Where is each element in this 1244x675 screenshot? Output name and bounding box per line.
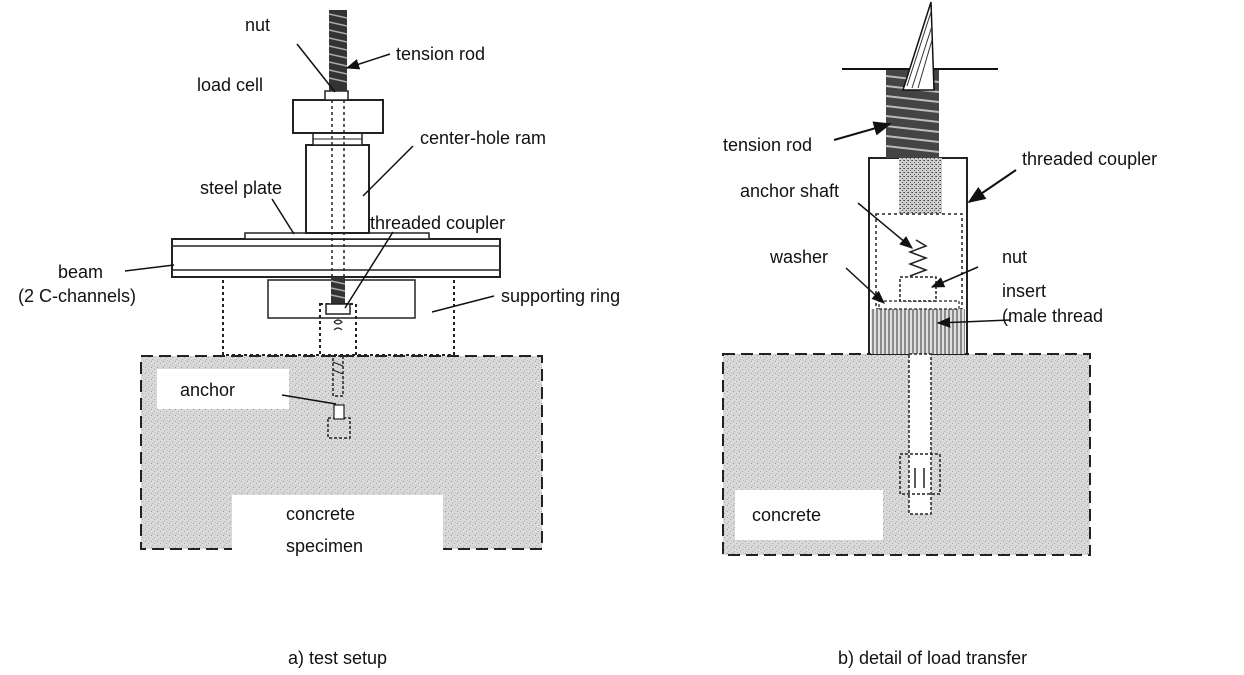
load-cell	[292, 99, 384, 134]
label-concrete-a: concrete	[286, 504, 355, 524]
panel-b: tension rod threaded coupler anchor shaf…	[722, 1, 1157, 668]
anchor-label-box	[157, 369, 289, 409]
label-center-hole-ram: center-hole ram	[420, 128, 546, 148]
label-anchor: anchor	[180, 380, 235, 400]
caption-a: a) test setup	[288, 648, 387, 668]
leader-nut-a	[296, 43, 336, 93]
leader-anchor	[281, 394, 337, 405]
label-threaded-coupler-b: threaded coupler	[1022, 149, 1157, 169]
coupler-upper-fill	[899, 158, 942, 214]
anchor-b	[899, 353, 941, 515]
label-insert: insert	[1002, 281, 1046, 301]
anchor-a	[327, 355, 351, 439]
label-nut-b: nut	[1002, 247, 1027, 267]
anchor-shaft-thread	[907, 239, 929, 277]
label-anchor-shaft: anchor shaft	[740, 181, 839, 201]
label-male-thread: (male thread	[1002, 306, 1103, 326]
label-specimen: specimen	[286, 536, 363, 556]
washer-b	[878, 300, 960, 310]
leader-tension-rod-a	[345, 53, 391, 70]
leader-nut-b	[930, 266, 979, 288]
panel-a: nut tension rod load cell center-hole ra…	[18, 10, 620, 668]
label-supporting-ring: supporting ring	[501, 286, 620, 306]
label-beam: beam	[58, 262, 103, 282]
tension-rod-b	[842, 1, 998, 158]
leader-threaded-coupler-a	[344, 231, 394, 309]
leader-tension-rod-b	[833, 121, 892, 141]
label-concrete-b: concrete	[752, 505, 821, 525]
label-tension-rod-a: tension rod	[396, 44, 485, 64]
leader-anchor-shaft	[857, 202, 914, 249]
leader-washer	[845, 267, 885, 304]
concrete-label-box	[232, 495, 443, 559]
label-nut-a: nut	[245, 15, 270, 35]
label-threaded-coupler-a: threaded coupler	[370, 213, 505, 233]
caption-b: b) detail of load transfer	[838, 648, 1027, 668]
leader-beam	[124, 264, 175, 272]
tension-rod-a	[328, 10, 348, 91]
label-steel-plate: steel plate	[200, 178, 282, 198]
leader-insert	[936, 317, 1011, 328]
label-tension-rod-b: tension rod	[723, 135, 812, 155]
nut-b	[899, 276, 937, 302]
concrete-label-box-b	[735, 490, 883, 540]
label-washer: washer	[769, 247, 828, 267]
beam	[171, 238, 501, 278]
leader-threaded-coupler-b	[967, 169, 1017, 204]
label-beam-sub: (2 C-channels)	[18, 286, 136, 306]
leader-supporting-ring	[431, 295, 495, 313]
leader-center-hole-ram	[362, 145, 414, 197]
label-load-cell: load cell	[197, 75, 263, 95]
nut-a	[324, 90, 349, 101]
insert-male-thread	[871, 309, 965, 354]
center-hole-ram	[305, 144, 370, 234]
leader-steel-plate	[271, 198, 295, 235]
